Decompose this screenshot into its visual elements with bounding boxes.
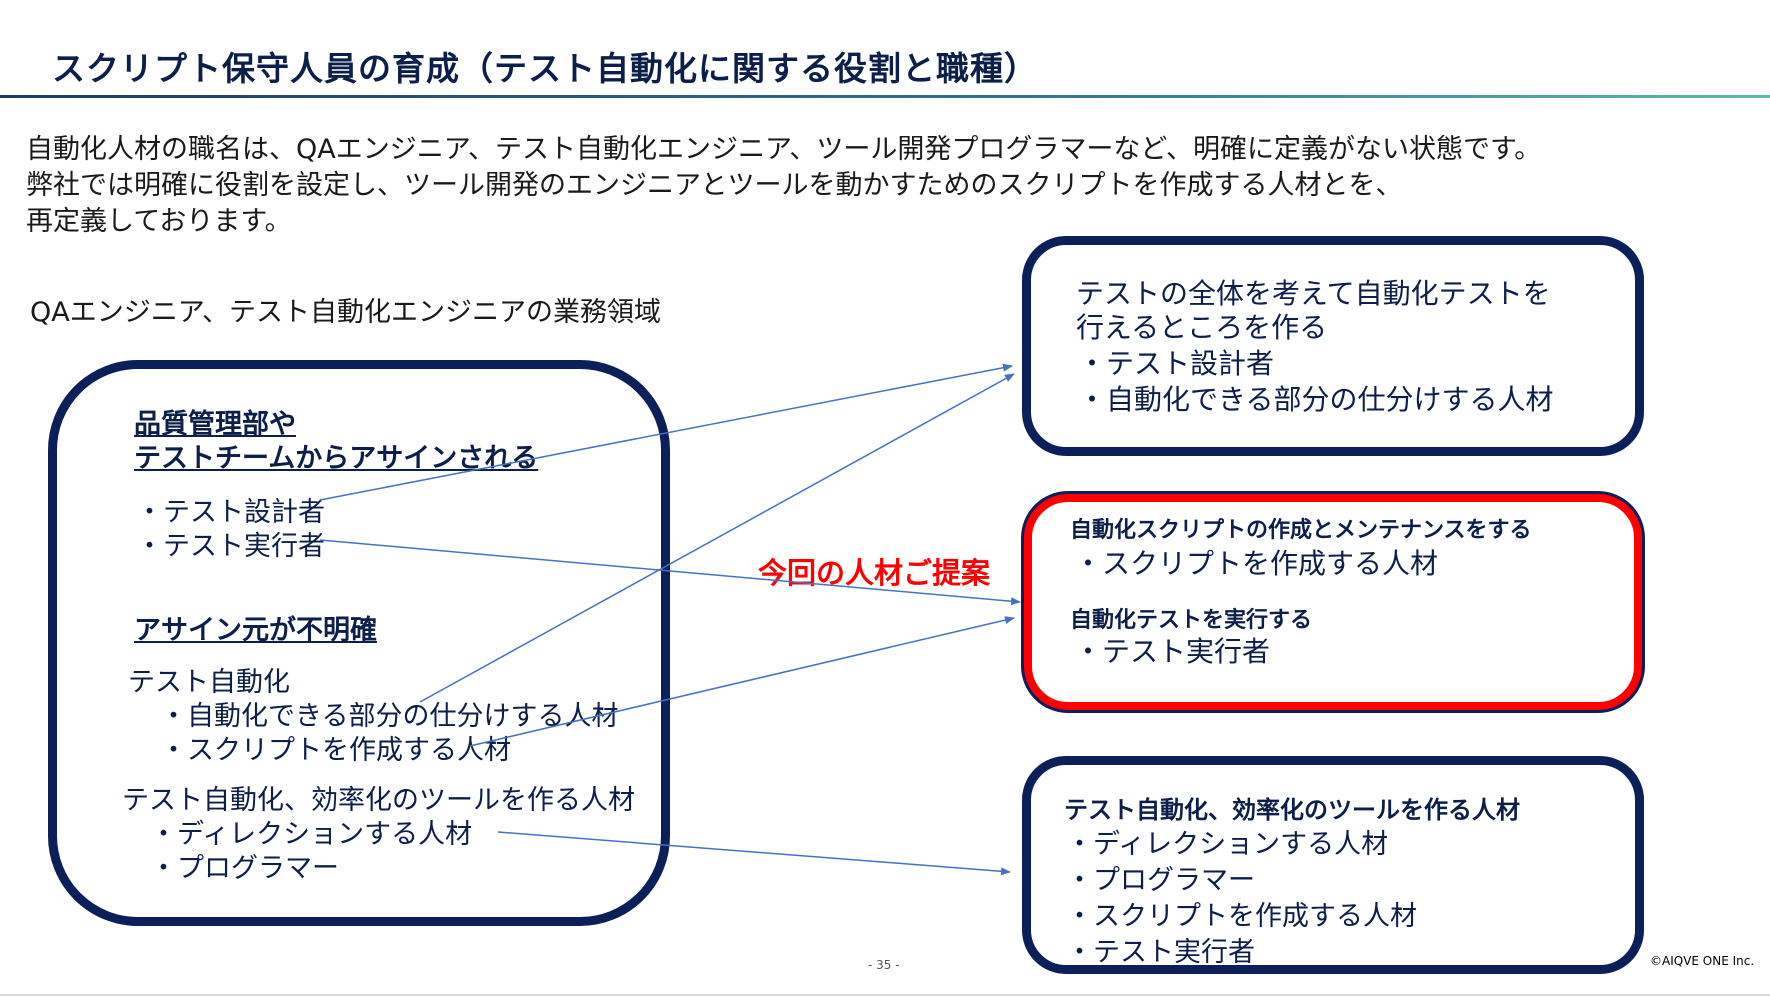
proposal-label: 今回の人材ご提案	[758, 556, 991, 590]
right-box-tool-dev	[1022, 756, 1644, 974]
right-box1-line1: テストの全体を考えて自動化テストを	[1076, 277, 1551, 310]
right-box2-heading1: 自動化スクリプトの作成とメンテナンスをする	[1070, 518, 1532, 543]
right-box1-item: ・自動化できる部分の仕分けする人材	[1078, 383, 1554, 416]
right-box3-item: ・スクリプトを作成する人材	[1066, 901, 1417, 932]
group3-title: テスト自動化、効率化のツールを作る人材	[122, 785, 635, 816]
group2-title: アサイン元が不明確	[134, 615, 377, 646]
arrow-designer	[319, 363, 1013, 501]
right-box-proposal	[1024, 494, 1642, 710]
right-box-designer	[1022, 236, 1644, 456]
copyright: ©AIQVE ONE Inc.	[1650, 954, 1755, 968]
group3-item: ・ディレクションする人材	[150, 819, 473, 850]
group1-title-line2: テストチームからアサインされる	[134, 443, 539, 474]
section-label: QAエンジニア、テスト自動化エンジニアの業務領域	[30, 297, 662, 328]
right-box2-heading2: 自動化テストを実行する	[1070, 608, 1313, 633]
right-box1-item: ・テスト設計者	[1078, 347, 1275, 380]
title-divider	[0, 95, 1770, 98]
group2-subtitle: テスト自動化	[128, 667, 290, 698]
group1-item: ・テスト実行者	[136, 531, 325, 562]
arrow-scripter	[469, 616, 1015, 747]
page-number: - 35 -	[868, 958, 900, 972]
right-box3-item: ・ディレクションする人材	[1066, 829, 1389, 860]
right-box3-heading: テスト自動化、効率化のツールを作る人材	[1064, 796, 1520, 824]
arrow-executor	[319, 539, 1021, 606]
right-box1-line2: 行えるところを作る	[1076, 311, 1328, 344]
footer-divider	[0, 994, 1770, 996]
intro-line: 自動化人材の職名は、QAエンジニア、テスト自動化エンジニア、ツール開発プログラマ…	[26, 134, 1542, 165]
right-box2-item2: ・テスト実行者	[1074, 635, 1271, 668]
intro-text: 自動化人材の職名は、QAエンジニア、テスト自動化エンジニア、ツール開発プログラマ…	[26, 132, 1541, 240]
right-box3-item: ・プログラマー	[1066, 865, 1255, 896]
intro-line: 弊社では明確に役割を設定し、ツール開発のエンジニアとツールを動かすためのスクリプ…	[26, 170, 1403, 201]
group2-item: ・スクリプトを作成する人材	[160, 735, 511, 766]
intro-line: 再定義しております。	[26, 206, 292, 237]
page-title: スクリプト保守人員の育成（テスト自動化に関する役割と職種）	[52, 49, 1038, 88]
group1-title-line1: 品質管理部や	[134, 409, 296, 440]
right-box2-item1: ・スクリプトを作成する人材	[1074, 547, 1439, 580]
right-box3-item: ・テスト実行者	[1066, 937, 1255, 968]
left-role-box	[48, 360, 670, 926]
arrow-director	[497, 831, 1011, 876]
group3-item: ・プログラマー	[150, 853, 339, 884]
group1-item: ・テスト設計者	[136, 497, 325, 528]
group2-item: ・自動化できる部分の仕分けする人材	[160, 701, 619, 732]
arrow-sorter	[419, 373, 1015, 703]
